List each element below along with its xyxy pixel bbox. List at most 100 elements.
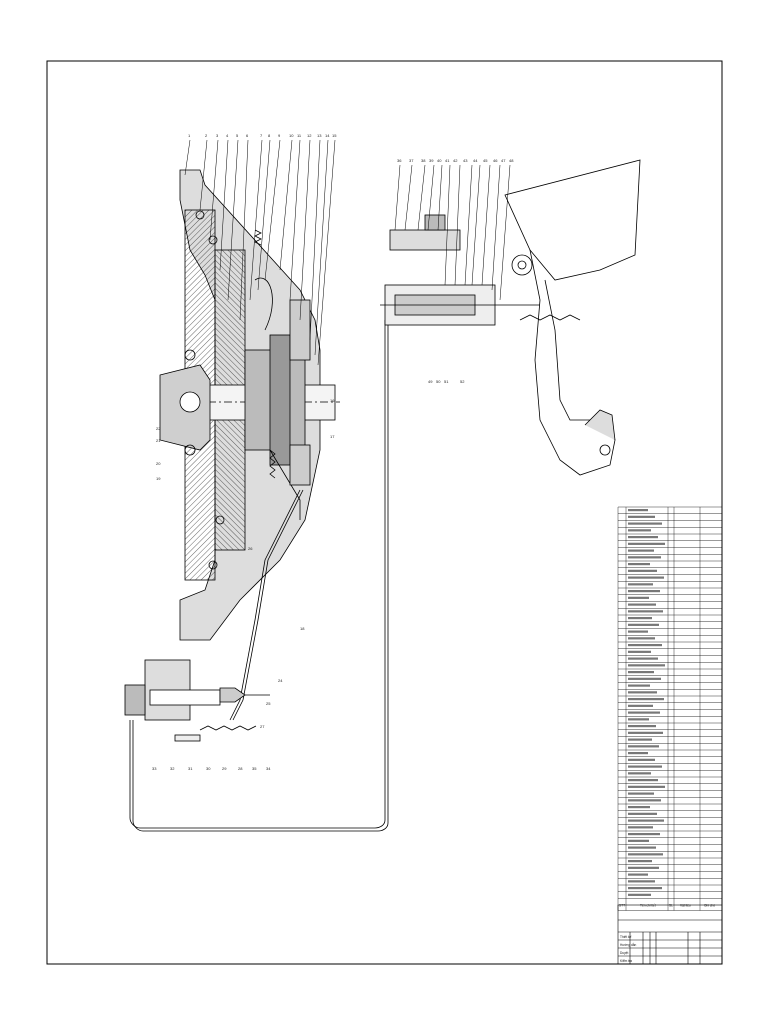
table-row	[628, 812, 657, 815]
callout-40: 40	[437, 158, 442, 163]
table-row	[628, 772, 651, 775]
callouts-bottom-mid: 49 50 51 52	[428, 379, 465, 384]
callout-16: 16	[330, 398, 335, 403]
callout-39: 39	[429, 158, 434, 163]
callout-19: 19	[156, 476, 161, 481]
title-block	[617, 904, 723, 965]
table-row	[628, 752, 648, 755]
table-row	[628, 515, 655, 518]
callout-leaders-top-left	[184, 139, 336, 366]
table-row	[628, 509, 648, 512]
table-row	[628, 529, 651, 532]
callout-14: 14	[325, 133, 330, 138]
callout-42: 42	[453, 158, 458, 163]
clutch-assembly	[159, 169, 340, 641]
callout-28: 28	[238, 766, 243, 771]
table-row	[628, 569, 657, 572]
title-row-2: Hướng dẫn	[620, 942, 637, 947]
callout-37: 37	[409, 158, 414, 163]
table-row	[628, 610, 663, 613]
callout-44: 44	[473, 158, 478, 163]
table-row	[628, 596, 649, 599]
callout-1: 1	[188, 133, 191, 138]
callouts-cable: 18 24 25 26 27	[248, 546, 305, 729]
table-row	[628, 819, 664, 822]
table-row	[628, 556, 661, 559]
callout-11: 11	[297, 133, 302, 138]
callout-30: 30	[206, 766, 211, 771]
callout-27: 27	[260, 724, 265, 729]
callout-9: 9	[278, 133, 281, 138]
callout-51: 51	[444, 379, 449, 384]
table-row	[628, 563, 650, 566]
table-row	[628, 806, 650, 809]
callouts-left-side: 22 21 20 19	[156, 426, 161, 481]
slave-cylinder	[124, 659, 270, 742]
callout-31: 31	[188, 766, 193, 771]
callout-43: 43	[463, 158, 468, 163]
table-row	[628, 792, 654, 795]
table-footer-col-3: SL	[669, 904, 673, 908]
table-row	[628, 664, 665, 667]
table-row	[628, 691, 657, 694]
callout-29: 29	[222, 766, 227, 771]
table-row	[628, 623, 659, 626]
table-row	[628, 873, 648, 876]
table-footer-col-5: Ghi chú	[704, 904, 715, 908]
table-row	[628, 765, 662, 768]
callout-49: 49	[428, 379, 433, 384]
table-row	[628, 718, 649, 721]
table-row	[628, 826, 653, 829]
callout-32: 32	[170, 766, 175, 771]
table-row	[628, 893, 651, 896]
table-row	[628, 542, 665, 545]
callout-22: 22	[156, 426, 161, 431]
title-row-1: Thiết kế	[620, 935, 632, 939]
table-row	[628, 758, 655, 761]
table-row	[628, 677, 661, 680]
table-row	[628, 583, 653, 586]
table-row	[628, 630, 648, 633]
table-row	[628, 684, 650, 687]
callout-12: 12	[307, 133, 312, 138]
table-row	[628, 704, 653, 707]
callout-5: 5	[236, 133, 239, 138]
callout-8: 8	[268, 133, 271, 138]
table-row	[628, 650, 651, 653]
table-row	[628, 617, 652, 620]
table-footer-col-1: STT	[619, 904, 625, 908]
callout-15: 15	[332, 133, 337, 138]
table-row	[628, 576, 664, 579]
table-row	[628, 671, 654, 674]
table-row	[628, 880, 655, 883]
table-row	[628, 860, 652, 863]
callout-47: 47	[501, 158, 506, 163]
table-row	[628, 536, 658, 539]
title-block-labels: Thiết kế Hướng dẫn Duyệt Kiểm tra	[620, 935, 637, 963]
table-row	[628, 846, 656, 849]
callouts-top-right: 36 37 38 39 40 41 42 43 44 45 46 47 48	[397, 158, 514, 163]
table-row	[628, 887, 662, 890]
callout-35: 35	[252, 766, 257, 771]
title-row-3: Duyệt	[620, 951, 628, 955]
callout-48: 48	[509, 158, 514, 163]
callout-20: 20	[156, 461, 161, 466]
callout-46: 46	[493, 158, 498, 163]
callouts-right-side: 16 17	[330, 398, 335, 439]
table-row	[628, 725, 656, 728]
table-row	[628, 866, 659, 869]
callout-21: 21	[156, 438, 161, 443]
table-row	[628, 590, 660, 593]
table-row	[628, 839, 649, 842]
callout-38: 38	[421, 158, 426, 163]
table-row	[628, 657, 658, 660]
table-row	[628, 799, 661, 802]
table-row	[628, 785, 665, 788]
table-row	[628, 853, 663, 856]
callout-10: 10	[289, 133, 294, 138]
table-row	[628, 644, 662, 647]
table-row	[628, 698, 664, 701]
table-footer-col-2: Tên chi tiết	[640, 904, 656, 908]
callout-50: 50	[436, 379, 441, 384]
